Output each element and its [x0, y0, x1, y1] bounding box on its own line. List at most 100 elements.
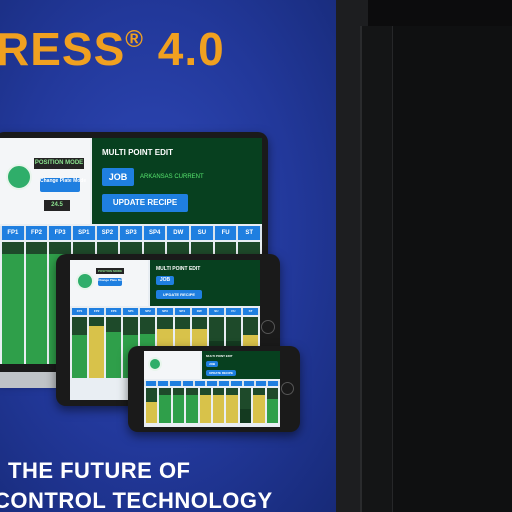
tab-sp2[interactable]	[194, 381, 205, 386]
multi-point-edit-title: MULTI POINT EDIT	[102, 148, 173, 157]
tab-fp3[interactable]: FP3	[49, 226, 71, 240]
poster-headline: RESS® 4.0	[0, 22, 225, 76]
tab-sp3[interactable]: SP3	[157, 308, 173, 315]
level-bar-fill	[186, 395, 198, 423]
tab-sp4[interactable]: SP4	[143, 226, 166, 240]
tab-dw[interactable]: DW	[167, 226, 190, 240]
update-recipe-button[interactable]: UPDATE RECIPE	[156, 290, 202, 299]
tagline-line-1: THE FUTURE OF	[8, 458, 191, 483]
level-bar[interactable]	[2, 242, 24, 364]
level-bar-fill	[213, 395, 225, 423]
level-bar[interactable]	[72, 317, 88, 378]
level-bar[interactable]	[213, 388, 225, 423]
job-button[interactable]: JOB	[102, 168, 134, 186]
company-logo-icon	[76, 272, 94, 290]
tab-fp3[interactable]: FP3	[106, 308, 122, 315]
tab-st[interactable]: ST	[238, 226, 261, 240]
level-bar[interactable]	[199, 388, 212, 423]
level-bar[interactable]	[146, 388, 158, 423]
level-bar-fill	[159, 395, 171, 423]
tab-su[interactable]: SU	[191, 226, 213, 240]
level-bar-fill	[199, 395, 212, 423]
tab-fp1[interactable]: FP1	[2, 226, 24, 240]
level-bar-fill	[2, 254, 24, 364]
tab-st[interactable]	[267, 381, 279, 386]
company-logo-icon	[148, 357, 162, 371]
tab-fu[interactable]: FU	[225, 308, 241, 315]
tab-fp1[interactable]	[146, 381, 157, 386]
tab-sp2[interactable]: SP2	[96, 226, 119, 240]
phone-multi-point-panel: MULTI POINT EDIT JOB UPDATE RECIPE	[202, 351, 280, 379]
value-display: 24.5	[44, 200, 70, 211]
headline-text: RESS	[0, 23, 126, 75]
level-bar-fill	[226, 395, 238, 423]
level-bar[interactable]	[106, 317, 122, 378]
update-recipe-button[interactable]: UPDATE RECIPE	[102, 194, 188, 212]
tab-su[interactable]	[243, 381, 254, 386]
phone-tab-row	[144, 381, 280, 386]
tab-sp1[interactable]: SP1	[72, 226, 95, 240]
level-bar-fill	[253, 395, 265, 423]
tab-su[interactable]: SU	[208, 308, 224, 315]
tagline-line-2: CONTROL TECHNOLOGY	[0, 488, 273, 512]
tab-sp3[interactable]: SP3	[120, 226, 142, 240]
tab-sp3[interactable]	[206, 381, 218, 386]
multi-point-edit-title: MULTI POINT EDIT	[156, 266, 201, 272]
position-mode-field: POSITION MODE	[34, 158, 84, 169]
tab-fp2[interactable]: FP2	[25, 226, 48, 240]
update-recipe-button[interactable]: UPDATE RECIPE	[206, 370, 236, 376]
tab-sp4[interactable]	[219, 381, 230, 386]
door-top-shadow	[368, 0, 512, 26]
tab-fu[interactable]	[255, 381, 266, 386]
level-bar[interactable]	[186, 388, 198, 423]
level-bar[interactable]	[239, 388, 252, 423]
tab-fu[interactable]: FU	[214, 226, 237, 240]
tab-sp2[interactable]: SP2	[140, 308, 156, 315]
tab-dw[interactable]	[231, 381, 242, 386]
tablet-app-sidebar: POSITION MODE Change Plate Mode	[70, 260, 148, 306]
level-bar-fill	[89, 326, 105, 378]
tab-dw[interactable]: DW	[191, 308, 207, 315]
level-bar[interactable]	[266, 388, 279, 423]
tab-fp3[interactable]	[170, 381, 181, 386]
laptop-multi-point-panel: MULTI POINT EDIT JOB ARKANSAS CURRENT UP…	[92, 138, 262, 224]
tab-sp1[interactable]: SP1	[123, 308, 139, 315]
change-plate-mode-button[interactable]: Change Plate Mode	[40, 178, 86, 192]
tab-fp2[interactable]: FP2	[89, 308, 105, 315]
level-bar[interactable]	[25, 242, 48, 364]
registered-mark: ®	[125, 26, 144, 53]
job-button[interactable]: JOB	[156, 276, 174, 285]
level-bar[interactable]	[172, 388, 185, 423]
phone-device: MULTI POINT EDIT JOB UPDATE RECIPE	[128, 346, 300, 432]
company-logo-icon	[6, 164, 32, 190]
level-bar[interactable]	[253, 388, 265, 423]
phone-bar-chart	[144, 388, 280, 423]
tablet-home-button[interactable]	[261, 320, 275, 334]
level-bar[interactable]	[89, 317, 105, 378]
job-value: ARKANSAS CURRENT	[140, 174, 204, 180]
level-bar[interactable]	[226, 388, 238, 423]
level-bar[interactable]	[159, 388, 171, 423]
tab-fp1[interactable]: FP1	[72, 308, 88, 315]
change-plate-mode-button[interactable]: Change Plate Mode	[98, 278, 126, 286]
tab-sp4[interactable]: SP4	[174, 308, 190, 315]
poster-panel: RESS® 4.0 POSITION MODE Change Plate Mod…	[0, 0, 336, 512]
laptop-app-sidebar: POSITION MODE Change Plate Mode 24.5	[0, 138, 90, 224]
tab-st[interactable]: ST	[242, 308, 259, 315]
headline-version: 4.0	[157, 23, 225, 75]
job-button[interactable]: JOB	[206, 361, 218, 367]
phone-home-button[interactable]	[281, 382, 294, 395]
level-bar-fill	[266, 398, 279, 423]
tab-fp2[interactable]	[158, 381, 169, 386]
door-edge	[392, 26, 512, 512]
position-mode-field: POSITION MODE	[96, 268, 124, 274]
tab-sp1[interactable]	[182, 381, 193, 386]
phone-screen: MULTI POINT EDIT JOB UPDATE RECIPE	[144, 351, 280, 427]
phone-app-sidebar	[144, 351, 200, 379]
level-bar-fill	[146, 402, 158, 423]
multi-point-edit-title: MULTI POINT EDIT	[206, 354, 233, 358]
level-bar-fill	[25, 254, 48, 364]
